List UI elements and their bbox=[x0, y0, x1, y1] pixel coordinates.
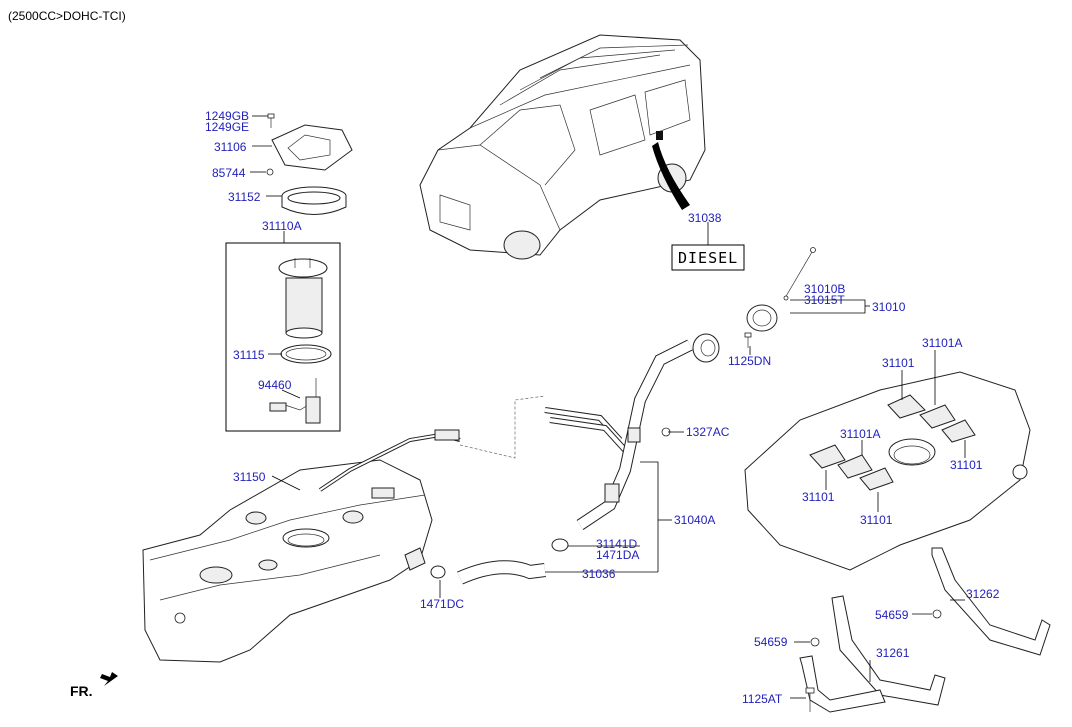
part-label-31038: 31038 bbox=[688, 211, 722, 225]
fuel-cap bbox=[744, 247, 816, 348]
part-label-31101A-middle: 31101A bbox=[840, 427, 880, 441]
part-label-31115: 31115 bbox=[233, 348, 265, 362]
part-label-31101A-top: 31101A bbox=[922, 336, 962, 350]
part-label-54659-right: 54659 bbox=[875, 608, 909, 622]
part-label-31106: 31106 bbox=[214, 140, 247, 154]
vapor-line-assembly bbox=[318, 429, 461, 492]
fuel-pump-cover-group bbox=[266, 113, 353, 215]
part-label-1249GE: 1249GE bbox=[205, 120, 249, 134]
part-label-31010: 31010 bbox=[872, 300, 906, 314]
fuel-pump-module-box bbox=[225, 242, 341, 432]
part-label-1327AC: 1327AC bbox=[686, 425, 730, 439]
part-labels: 1249GB 1249GE 31106 85744 31152 31110A 3… bbox=[205, 109, 1000, 706]
vapor-hose-dashed-connection bbox=[459, 395, 546, 459]
leader-lines bbox=[250, 115, 966, 699]
tank-strap-left bbox=[799, 595, 946, 713]
diesel-label-text: DIESEL bbox=[678, 249, 738, 267]
front-direction-marker: FR. bbox=[70, 672, 118, 699]
front-arrow-icon bbox=[100, 672, 118, 686]
part-label-31101-right: 31101 bbox=[950, 458, 983, 472]
tank-strap-right bbox=[931, 547, 1051, 656]
part-label-31261: 31261 bbox=[876, 646, 910, 660]
engine-spec-header: (2500CC>DOHC-TCI) bbox=[8, 9, 126, 23]
part-label-31101-bottom-left: 31101 bbox=[802, 490, 835, 504]
diesel-label-plate: DIESEL bbox=[671, 244, 745, 271]
front-direction-label: FR. bbox=[70, 683, 93, 699]
part-label-31141D: 31141D bbox=[596, 537, 637, 551]
part-label-54659-left: 54659 bbox=[754, 635, 788, 649]
part-label-31101-top-left: 31101 bbox=[882, 356, 915, 370]
part-label-1471DA: 1471DA bbox=[596, 548, 639, 562]
part-label-31152: 31152 bbox=[228, 190, 261, 204]
part-label-31010B: 31010B bbox=[804, 282, 845, 296]
part-label-1471DC: 1471DC bbox=[420, 597, 464, 611]
filler-hose bbox=[430, 538, 569, 585]
part-label-1125DN: 1125DN bbox=[728, 354, 771, 368]
part-label-31262: 31262 bbox=[966, 587, 1000, 601]
van-illustration bbox=[419, 34, 706, 260]
part-label-31036: 31036 bbox=[582, 567, 616, 581]
part-label-31101-bottom-right: 31101 bbox=[860, 513, 893, 527]
part-label-1125AT: 1125AT bbox=[742, 692, 783, 706]
fuel-tank-top-view bbox=[744, 371, 1031, 571]
part-label-31110A: 31110A bbox=[262, 219, 302, 233]
fuel-tank bbox=[142, 459, 433, 663]
part-label-94460: 94460 bbox=[258, 378, 292, 392]
part-label-31015T: 31015T bbox=[804, 293, 845, 307]
fuel-pump-module bbox=[269, 258, 332, 424]
part-label-1249GB: 1249GB bbox=[205, 109, 249, 123]
part-label-85744: 85744 bbox=[212, 166, 246, 180]
part-label-31150: 31150 bbox=[233, 470, 266, 484]
part-label-31040A: 31040A bbox=[674, 513, 715, 527]
filler-neck-assembly bbox=[544, 333, 720, 530]
